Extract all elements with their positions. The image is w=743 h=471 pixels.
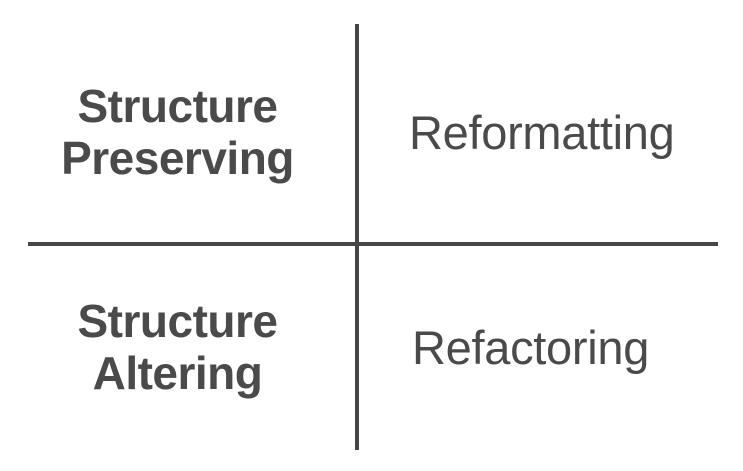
vertical-divider-line <box>355 24 359 450</box>
quadrant-top-right: Reformatting <box>359 24 743 242</box>
quadrant-top-left: Structure Preserving <box>0 24 355 242</box>
quadrant-top-right-label: Reformatting <box>409 105 675 159</box>
quadrant-top-left-label: Structure Preserving <box>61 80 294 184</box>
quadrant-bottom-right-label: Refactoring <box>412 320 650 374</box>
quadrant-bottom-right: Refactoring <box>359 246 743 450</box>
quadrant-bottom-left-label: Structure Altering <box>77 295 278 399</box>
horizontal-divider-line <box>28 242 718 246</box>
quadrant-bottom-left: Structure Altering <box>0 246 355 450</box>
